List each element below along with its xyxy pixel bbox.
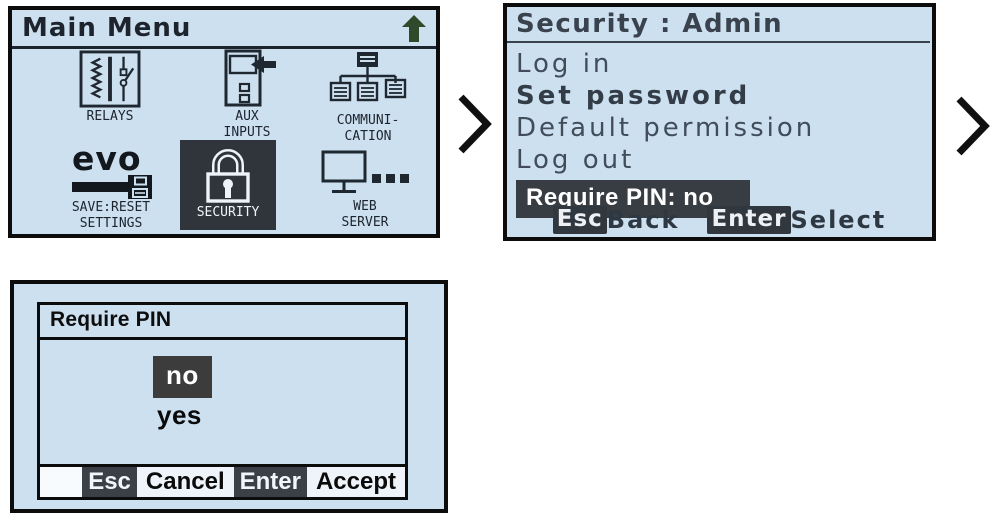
evo-save-reset-icon: evo: [72, 139, 152, 199]
menu-item-security-selected[interactable]: SECURITY: [180, 140, 276, 230]
security-admin-screen: Security : Admin Log in Set password Def…: [503, 3, 936, 241]
menu-item-label: WEB: [353, 199, 377, 214]
chevron-right-icon: [454, 90, 494, 160]
aux-inputs-icon: [216, 48, 278, 108]
menu-item-label: AUX: [235, 109, 259, 124]
communication-icon: [329, 50, 407, 112]
main-menu-title: Main Menu: [22, 13, 192, 43]
padlock-icon: [199, 145, 257, 205]
dialog-softkey-bar: Esc Cancel Enter Accept: [40, 464, 405, 497]
menu-item-set-password[interactable]: Set password: [516, 81, 751, 111]
enter-action-label: Accept: [315, 468, 396, 495]
menu-item-log-in[interactable]: Log in: [516, 49, 613, 79]
menu-item-label: SECURITY: [196, 205, 260, 220]
require-pin-dialog: Require PIN no yes Esc Cancel Enter Acce…: [37, 302, 408, 500]
esc-key-badge[interactable]: Esc: [82, 467, 137, 497]
enter-key-badge[interactable]: Enter: [707, 206, 791, 234]
main-menu-screen: Main Menu: [8, 6, 440, 238]
menu-item-log-out[interactable]: Log out: [516, 145, 635, 175]
menu-item-default-permission[interactable]: Default permission: [516, 113, 816, 143]
up-arrow-icon[interactable]: [402, 14, 426, 42]
relays-icon: [78, 50, 142, 108]
security-screen-title: Security : Admin: [516, 9, 784, 39]
esc-action-label: Cancel: [145, 468, 225, 495]
chevron-right-icon: [952, 92, 992, 162]
esc-action-label: Back: [606, 206, 680, 234]
esc-key-badge[interactable]: Esc: [552, 206, 607, 234]
enter-action-label: Select: [790, 206, 887, 234]
enter-key-badge[interactable]: Enter: [233, 467, 307, 497]
menu-item-label: SAVE:RESET: [71, 200, 151, 215]
menu-item-communication[interactable]: COMMUNI- CATION: [304, 50, 432, 144]
softkey-spacer: [40, 467, 83, 497]
dialog-title: Require PIN: [40, 305, 405, 340]
evo-logo-text: evo: [72, 139, 142, 178]
dialog-body: no yes: [40, 340, 405, 464]
menu-item-web-server[interactable]: WEB SERVER: [300, 150, 430, 230]
security-selected-box: SECURITY: [180, 140, 276, 230]
menu-item-save-reset[interactable]: evo SAVE:RESET SETTINGS: [71, 139, 152, 231]
security-menu-list: Log in Set password Default permission L…: [507, 43, 932, 218]
main-menu-header: Main Menu: [12, 10, 436, 49]
require-pin-screen: Require PIN no yes Esc Cancel Enter Acce…: [10, 280, 448, 513]
floppy-disk-icon: [128, 175, 152, 199]
menu-item-aux-inputs[interactable]: AUX INPUTS: [187, 48, 307, 140]
title-divider: [507, 41, 930, 43]
option-no-selected[interactable]: no: [153, 356, 212, 398]
evo-bar: [72, 182, 128, 192]
menu-item-label: COMMUNI-: [336, 113, 400, 128]
menu-item-relays[interactable]: RELAYS: [50, 50, 170, 126]
web-server-icon: [321, 150, 409, 198]
option-yes[interactable]: yes: [157, 400, 202, 430]
menu-item-label: RELAYS: [86, 109, 134, 124]
